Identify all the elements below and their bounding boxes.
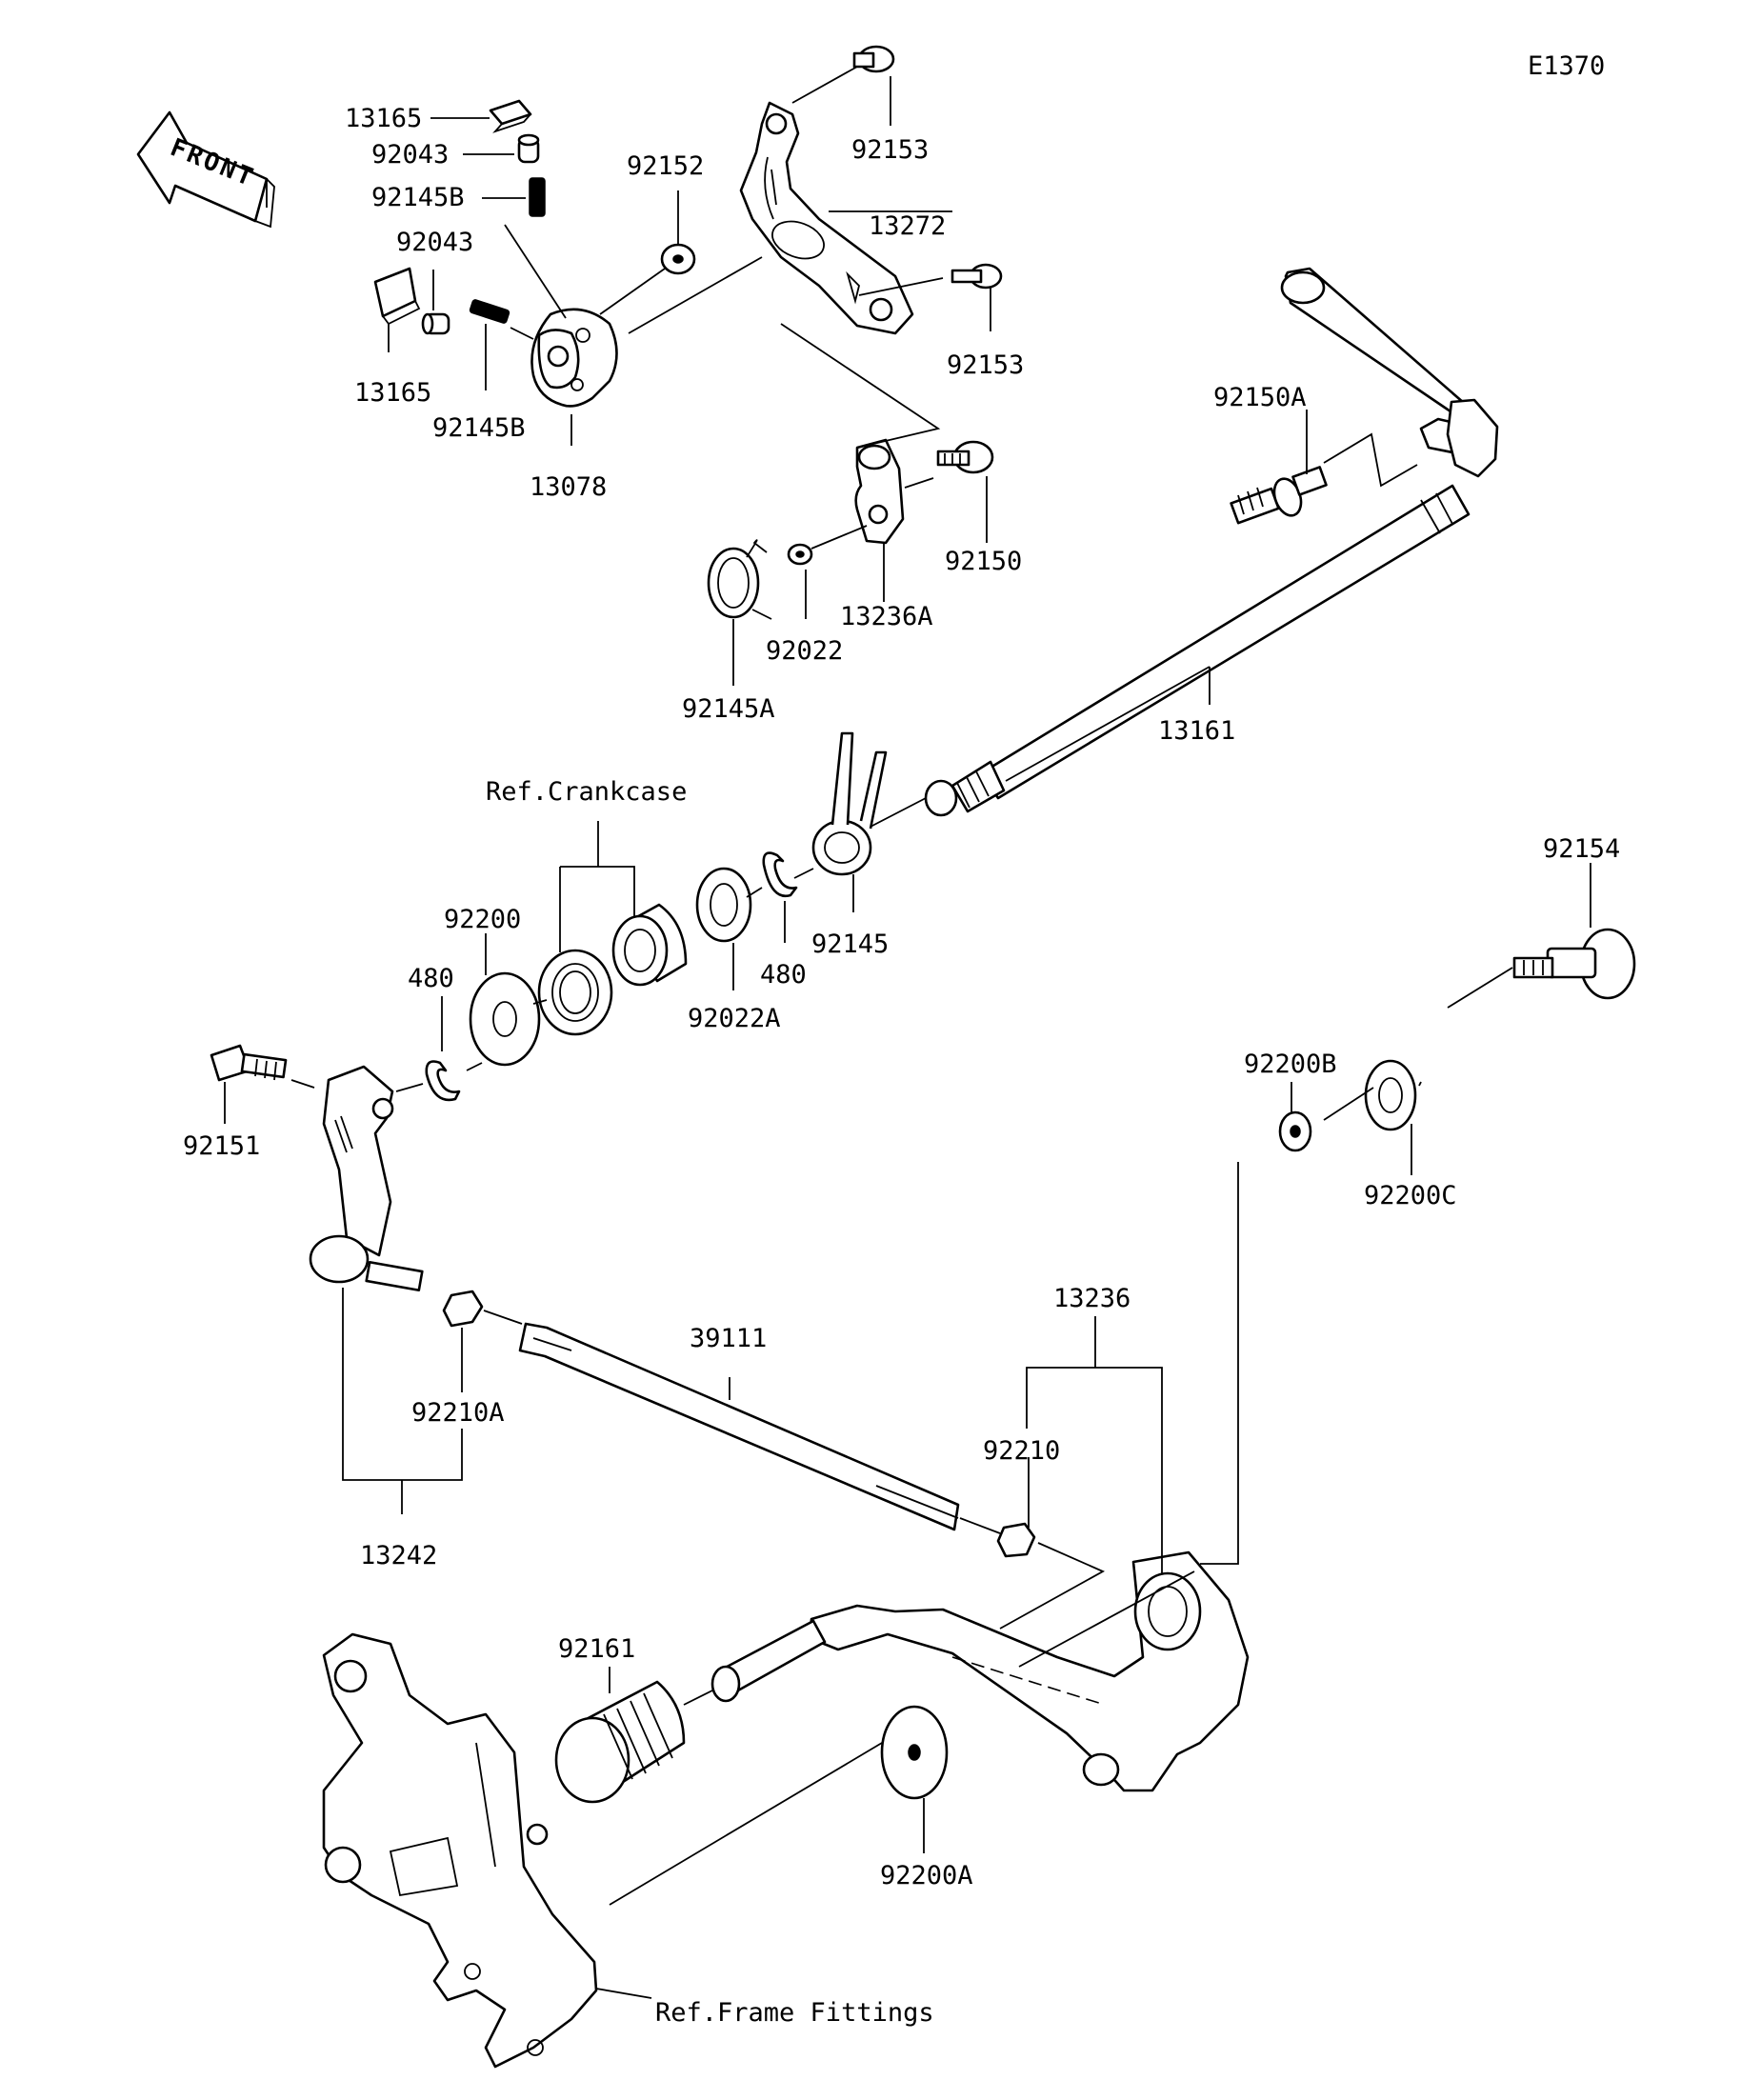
label-480-right: 480 <box>760 960 807 990</box>
part-39111-tie-rod-shape <box>518 1322 960 1531</box>
part-13236-shift-pedal-shape <box>808 1550 1250 1792</box>
part-13161-shift-shaft-shape <box>924 267 1499 817</box>
label-13165-top: 13165 <box>345 104 422 133</box>
part-92153-top-screw-shape <box>852 45 895 73</box>
part-92153-mid-screw-shape <box>951 263 1003 290</box>
part-92200-washer-shape <box>469 971 541 1067</box>
part-92152-washer-shape <box>660 243 696 275</box>
label-92210A: 92210A <box>411 1398 505 1428</box>
label-92154: 92154 <box>1543 834 1620 864</box>
label-92022A: 92022A <box>688 1004 781 1033</box>
label-92145B-low: 92145B <box>432 413 526 443</box>
label-92161: 92161 <box>558 1634 635 1664</box>
part-labels: 13165 92043 92145B 92043 13165 92145B 13… <box>183 104 1620 2028</box>
label-13236: 13236 <box>1053 1284 1131 1313</box>
label-92043-top: 92043 <box>371 140 449 170</box>
part-92151-bolt-shape <box>210 1044 288 1082</box>
label-92152: 92152 <box>627 151 704 181</box>
needle-bearing-shape <box>611 903 688 987</box>
label-92200: 92200 <box>444 905 521 934</box>
label-92200C: 92200C <box>1364 1181 1457 1210</box>
label-ref-crankcase: Ref.Crankcase <box>486 777 687 807</box>
part-92150A-bolt-shape <box>1230 466 1328 525</box>
part-92145-return-spring-shape <box>811 731 888 876</box>
label-13236A: 13236A <box>840 602 933 631</box>
part-92022A-washer-shape <box>695 867 752 943</box>
label-92150A: 92150A <box>1213 383 1307 412</box>
part-92022-washer-shape <box>787 543 813 566</box>
part-92043-top-shape <box>517 133 540 164</box>
label-13272: 13272 <box>869 211 946 241</box>
part-13242-shift-arm-shape <box>309 1065 424 1292</box>
frame-fitting-bracket-shape <box>322 1632 598 2069</box>
part-92154-bolt-shape <box>1512 928 1636 1000</box>
part-480-left-circlip-shape <box>425 1060 461 1102</box>
label-13161: 13161 <box>1158 716 1235 746</box>
part-92210A-nut-shape <box>442 1290 484 1328</box>
label-92043-left: 92043 <box>396 228 473 257</box>
part-92200C-washer-shape <box>1364 1059 1417 1131</box>
label-92151: 92151 <box>183 1131 260 1161</box>
part-92150-bolt-shape <box>936 440 994 474</box>
label-13165-left: 13165 <box>354 378 431 408</box>
label-ref-frame-fittings: Ref.Frame Fittings <box>655 1998 934 2028</box>
label-13078: 13078 <box>530 472 607 502</box>
label-92022: 92022 <box>766 636 843 666</box>
part-13236A-lever-shape <box>854 438 905 545</box>
part-92145B-top-spring-shape <box>529 177 546 217</box>
part-13165-top-shape <box>489 99 532 133</box>
part-92161-pedal-rubber-shape <box>554 1619 827 1804</box>
oil-seal-shape <box>537 949 613 1036</box>
label-92210: 92210 <box>983 1436 1060 1466</box>
front-arrow-icon: FRONT <box>136 110 275 229</box>
part-480-right-circlip-shape <box>762 851 798 898</box>
part-13272-bracket-shape <box>739 101 914 335</box>
label-13242: 13242 <box>360 1541 437 1570</box>
part-92145A-spring-shape <box>707 539 772 620</box>
label-92200A: 92200A <box>880 1861 973 1890</box>
part-92200B-washer-shape <box>1278 1110 1312 1152</box>
part-92210-nut-shape <box>996 1522 1036 1558</box>
label-39111: 39111 <box>690 1324 767 1353</box>
part-92145B-left-spring-shape <box>469 299 510 324</box>
label-92145: 92145 <box>811 930 889 959</box>
part-92200A-washer-shape <box>880 1705 949 1800</box>
label-480-left: 480 <box>408 964 454 993</box>
part-13078-cam-shape <box>530 308 618 408</box>
label-92145A: 92145A <box>682 694 775 724</box>
label-92153-mid: 92153 <box>947 350 1024 380</box>
part-13165-left-shape <box>373 267 421 326</box>
part-92043-left-shape <box>421 312 450 335</box>
diagram-code: E1370 <box>1528 51 1605 81</box>
leader-lines <box>224 66 1591 1999</box>
label-92145B-top: 92145B <box>371 183 465 212</box>
label-92150: 92150 <box>945 547 1022 576</box>
label-92153-top: 92153 <box>851 135 929 165</box>
label-92200B: 92200B <box>1244 1050 1337 1079</box>
